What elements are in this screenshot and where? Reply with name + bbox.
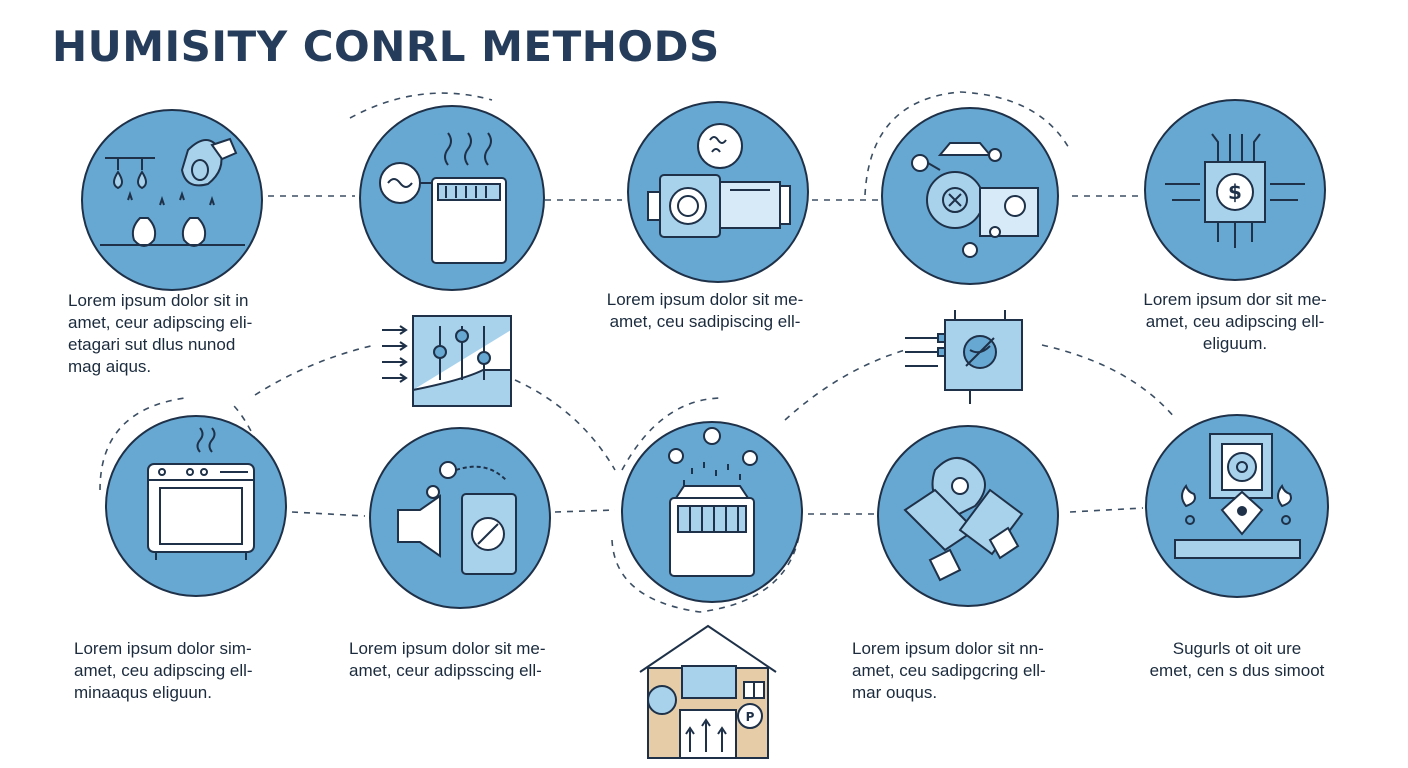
connector-arc-fan xyxy=(864,91,1071,196)
connector-sliders-right xyxy=(514,379,616,471)
caption-line: mag aiqus. xyxy=(68,357,152,376)
caption-heating-fan: Sugurls ot oit ure emet, cen s dus simoo… xyxy=(1130,638,1344,682)
caption-line: Lorem ipsum dolor sit me- xyxy=(349,639,546,658)
heating-fan-icon xyxy=(1174,433,1301,559)
connector-arc-heater xyxy=(349,92,493,119)
sensor-panel-icon xyxy=(905,310,1023,404)
caption-pump-unit: Lorem ipsum dolor sit me- amet, ceu sadi… xyxy=(590,289,820,333)
caption-line: amet, ceu adipscing ell- xyxy=(1145,312,1325,331)
cost-chip-method: $ xyxy=(1144,99,1326,281)
caption-oven-heater: Lorem ipsum dolor sim- amet, ceu adipsci… xyxy=(74,638,253,704)
sliders-panel-icon xyxy=(382,315,512,407)
caption-air-duct: Lorem ipsum dolor sit nn- amet, ceu sadi… xyxy=(852,638,1046,704)
page-title: HUMISITY CONRL METHODS xyxy=(52,22,720,71)
caption-water-droplets: Lorem ipsum dolor sit in amet, ceur adip… xyxy=(68,290,252,378)
connector-sliders-left xyxy=(254,344,376,396)
pump-unit-method xyxy=(627,101,809,283)
caption-ventilation-unit: Lorem ipsum dolor sit me- amet, ceur adi… xyxy=(349,638,546,682)
oven-heater-icon xyxy=(147,427,255,560)
method-circle xyxy=(877,425,1059,607)
caption-line: amet, ceu sadipiscing ell- xyxy=(609,312,801,331)
svg-text:P: P xyxy=(746,710,755,724)
humidifier-icon xyxy=(668,427,758,577)
caption-line: amet, ceu sadipgcring ell- xyxy=(852,661,1046,680)
caption-line: eliguum. xyxy=(1202,334,1268,353)
caption-cost-chip: Lorem ipsum dor sit me- amet, ceu adipsc… xyxy=(1122,289,1348,355)
sensor-panel-method xyxy=(905,310,1023,404)
heater-steam-method xyxy=(359,105,545,291)
heating-fan-method xyxy=(1145,414,1329,598)
connector-7-8 xyxy=(291,511,366,517)
ventilation-unit-icon xyxy=(397,461,517,575)
water-droplets-method xyxy=(81,109,263,291)
caption-line: Lorem ipsum dolor sit nn- xyxy=(852,639,1044,658)
caption-line: minaaqus eliguun. xyxy=(74,683,212,702)
caption-line: amet, ceur adipscing eli- xyxy=(68,313,253,332)
connector-oven-arc xyxy=(99,397,186,491)
connector-arc-humidifier xyxy=(611,529,801,613)
pump-unit-icon xyxy=(647,123,791,238)
connector-10-11 xyxy=(1069,507,1144,513)
connector-oven-top xyxy=(229,401,271,476)
air-duct-method xyxy=(877,425,1059,607)
ventilation-unit-method xyxy=(369,427,551,609)
fan-control-icon xyxy=(911,142,1039,258)
caption-line: Lorem ipsum dolor sit in xyxy=(68,291,249,310)
humidifier-method xyxy=(621,421,803,603)
house-airflow-icon: P xyxy=(639,624,777,759)
connector-arc-humidifier-top xyxy=(621,397,721,471)
caption-line: etagari sut dlus nunod xyxy=(68,335,236,354)
air-duct-icon xyxy=(903,457,1024,582)
caption-line: Lorem ipsum dolor sit me- xyxy=(606,290,804,309)
cost-chip-icon: $ xyxy=(1165,133,1305,248)
connector-8-9 xyxy=(554,509,616,513)
connector-sensor-right xyxy=(1041,344,1176,419)
heater-steam-icon xyxy=(379,132,507,264)
method-circle xyxy=(81,109,263,291)
oven-heater-method xyxy=(105,415,287,597)
connectors xyxy=(99,91,1176,613)
house-airflow-method: P xyxy=(639,624,777,759)
caption-line: amet, ceu adipscing ell- xyxy=(74,661,253,680)
caption-line: Lorem ipsum dolor sim- xyxy=(74,639,252,658)
caption-line: amet, ceur adipsscing ell- xyxy=(349,661,542,680)
svg-text:$: $ xyxy=(1228,180,1242,204)
caption-line: Lorem ipsum dor sit me- xyxy=(1143,290,1327,309)
caption-line: emet, cen s dus simoot xyxy=(1149,661,1325,680)
caption-line: mar ouqus. xyxy=(852,683,938,702)
water-droplets-icon xyxy=(100,137,245,247)
caption-line: Sugurls ot oit ure xyxy=(1172,639,1302,658)
fan-control-method xyxy=(881,107,1059,285)
sliders-panel-method xyxy=(382,315,512,407)
connector-sensor-left xyxy=(784,349,906,421)
